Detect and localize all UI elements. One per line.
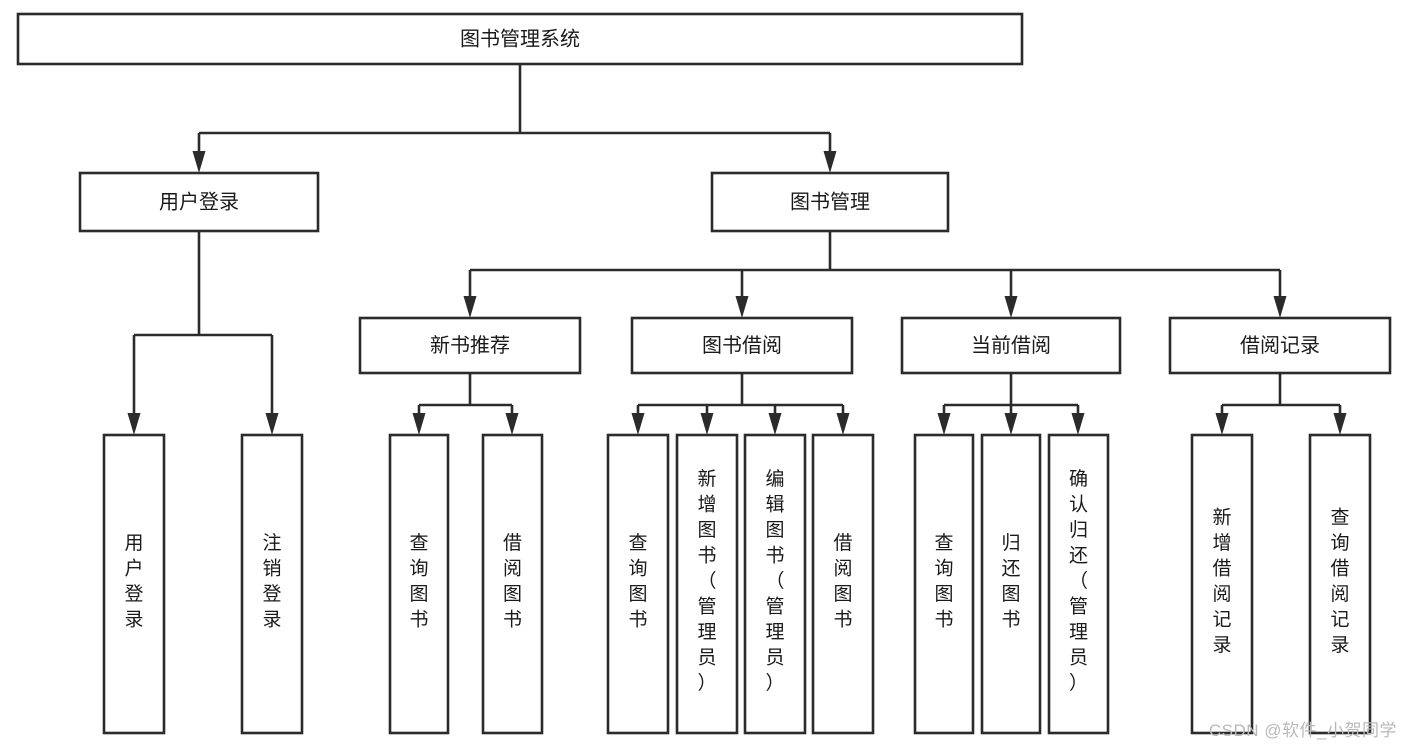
node-leaf-edit-book-admin[interactable]: 编辑图书（管理员） — [743, 433, 807, 735]
node-leaf-return-book[interactable]: 归还图书 — [980, 433, 1042, 735]
node-leaf-query-book-rec[interactable]: 查询图书 — [388, 433, 450, 735]
node-label: 借阅图书 — [503, 532, 522, 631]
node-book-borrow[interactable]: 图书借阅 — [630, 316, 854, 375]
node-leaf-user-login[interactable]: 用户登录 — [102, 433, 166, 735]
node-leaf-add-book-admin[interactable]: 新增图书（管理员） — [675, 433, 739, 735]
node-leaf-user-logout[interactable]: 注销登录 — [240, 433, 304, 735]
node-leaf-query-borrow-record[interactable]: 查询借阅记录 — [1308, 433, 1372, 735]
node-label: 查询借阅记录 — [1330, 506, 1349, 656]
node-label: 当前借阅 — [971, 334, 1051, 357]
node-root[interactable]: 图书管理系统 — [16, 12, 1024, 66]
node-current-borrow[interactable]: 当前借阅 — [900, 316, 1122, 375]
node-label: 查询图书 — [409, 532, 428, 631]
node-label: 查询图书 — [934, 532, 953, 631]
edge-new-book-rec-to-leaves — [412, 373, 519, 435]
node-label: 用户登录 — [124, 533, 143, 631]
node-layer: 图书管理系统用户登录图书管理新书推荐图书借阅当前借阅借阅记录用户登录注销登录查询… — [16, 12, 1392, 735]
node-label: 图书管理 — [790, 190, 870, 213]
node-label: 图书管理系统 — [460, 27, 580, 50]
node-leaf-borrow-book-rec[interactable]: 借阅图书 — [481, 433, 544, 735]
node-leaf-query-book-borrow[interactable]: 查询图书 — [606, 433, 670, 735]
edge-book-borrow-to-leaves — [631, 373, 850, 435]
node-leaf-query-book-current[interactable]: 查询图书 — [913, 433, 975, 735]
node-borrow-record[interactable]: 借阅记录 — [1168, 316, 1392, 375]
node-label: 新书推荐 — [430, 334, 510, 357]
node-label: 归还图书 — [1001, 532, 1020, 631]
node-label: 查询图书 — [628, 532, 647, 631]
edge-user-login-to-leaves — [127, 231, 279, 435]
node-leaf-borrow-book[interactable]: 借阅图书 — [811, 433, 875, 735]
node-label: 图书借阅 — [702, 334, 782, 357]
edge-current-borrow-to-leaves — [937, 373, 1085, 435]
node-leaf-confirm-return-admin[interactable]: 确认归还（管理员） — [1047, 433, 1110, 735]
connector-layer — [127, 64, 1347, 435]
edge-root-to-level2 — [192, 64, 837, 173]
node-label: 注销登录 — [262, 532, 281, 631]
node-label: 用户登录 — [159, 190, 239, 213]
node-label: 确认归还（管理员） — [1069, 468, 1088, 694]
edge-borrow-record-to-leaves — [1215, 373, 1347, 435]
node-new-book-recommend[interactable]: 新书推荐 — [358, 316, 582, 375]
node-book-manage[interactable]: 图书管理 — [710, 171, 950, 233]
node-label: 编辑图书（管理员） — [765, 468, 784, 694]
edge-book-manage-to-level3 — [463, 231, 1287, 318]
node-label: 借阅记录 — [1240, 334, 1320, 357]
node-label: 新增图书（管理员） — [697, 468, 716, 694]
node-label: 借阅图书 — [833, 532, 852, 631]
node-leaf-add-borrow-record[interactable]: 新增借阅记录 — [1190, 433, 1254, 735]
node-label: 新增借阅记录 — [1212, 506, 1231, 656]
node-user-login[interactable]: 用户登录 — [78, 171, 320, 233]
